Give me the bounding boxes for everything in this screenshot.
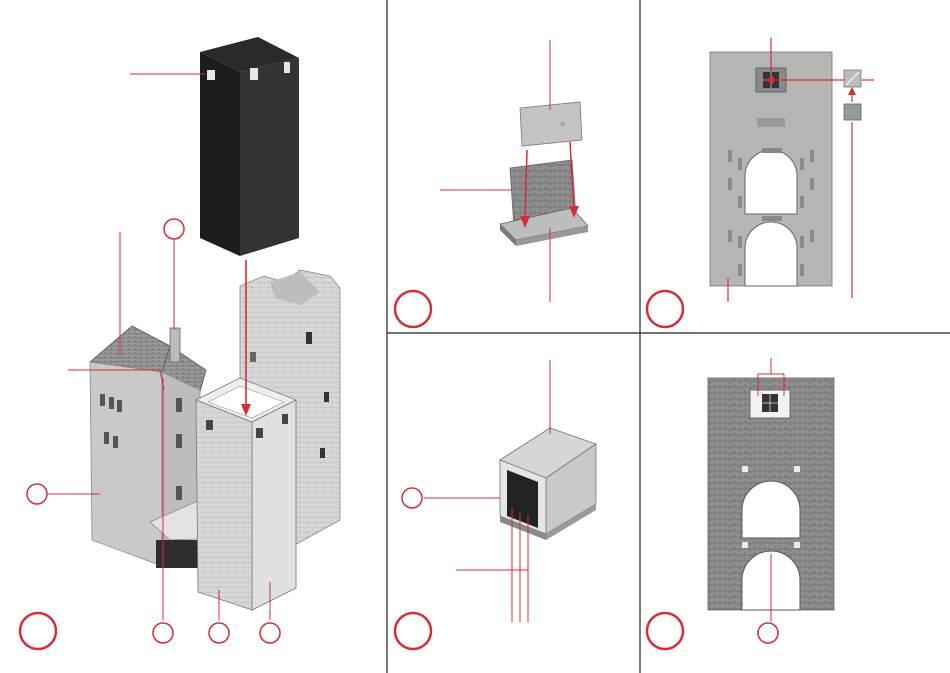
- panel-dividers: [387, 0, 950, 673]
- step-badge-2: [395, 291, 431, 327]
- step-badge-1: [20, 613, 56, 649]
- upper-arch: [745, 150, 797, 214]
- loose-plate: [520, 102, 582, 146]
- lower-arch: [745, 222, 797, 286]
- callout-3: [153, 623, 173, 643]
- panel-main-assembly: [20, 37, 340, 649]
- step-badge-3: [647, 291, 683, 327]
- panel-box-part: [395, 360, 596, 649]
- frame-piece: [844, 104, 861, 120]
- stone-upper-arch: [742, 481, 800, 538]
- step-badge-5: [647, 613, 683, 649]
- callout-4: [209, 623, 229, 643]
- svg-text:⊕: ⊕: [560, 121, 565, 128]
- callout-2: [27, 484, 47, 504]
- panel-door-wall: [647, 38, 874, 327]
- panel-stone-wall: [647, 358, 834, 649]
- step-badge-4: [395, 613, 431, 649]
- panel-floor-piece: ⊕: [395, 40, 588, 327]
- dark-tower-piece: [200, 37, 299, 256]
- callout-1: [164, 219, 184, 239]
- callout-box: [402, 488, 422, 508]
- callout-5: [260, 623, 280, 643]
- callout-stone: [758, 623, 778, 643]
